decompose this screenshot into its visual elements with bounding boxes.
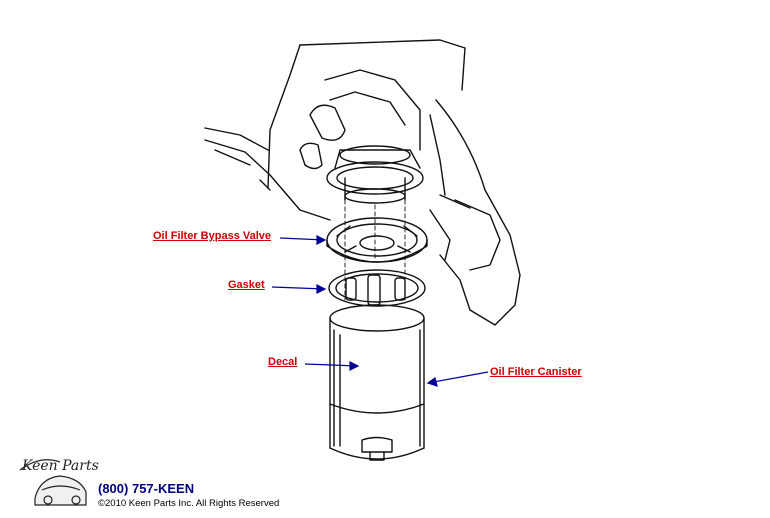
oil-filter-canister-part	[329, 304, 425, 461]
bypass-valve-label[interactable]: Oil Filter Bypass Valve	[153, 230, 272, 242]
keen-parts-logo	[19, 459, 87, 506]
logo-script-text: Keen Parts	[22, 458, 99, 474]
filter-mount	[326, 145, 424, 204]
leader-lines	[271, 235, 489, 387]
gasket-part	[328, 269, 426, 307]
canister-label[interactable]: Oil Filter Canister	[490, 366, 582, 378]
gasket-label[interactable]: Gasket	[228, 279, 265, 291]
copyright-text: ©2010 Keen Parts Inc. All Rights Reserve…	[98, 498, 280, 509]
phone-number: (800) 757-KEEN	[98, 481, 195, 496]
bypass-valve-part	[326, 217, 428, 263]
engine-block	[204, 39, 521, 326]
decal-label[interactable]: Decal	[268, 356, 298, 368]
